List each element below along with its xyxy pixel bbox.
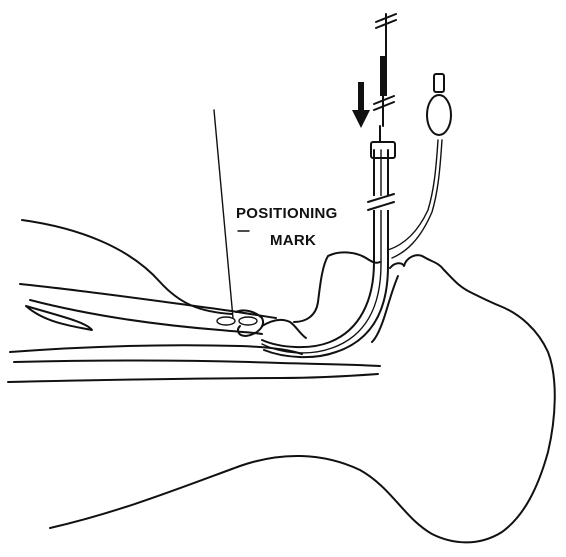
pilot-balloon: [427, 95, 451, 135]
tube-stylet: [262, 150, 381, 353]
head-outline: [50, 255, 555, 542]
cuff-left: [217, 317, 235, 325]
chin-contour: [22, 220, 232, 314]
positioning-label-line1: POSITIONING: [236, 205, 338, 222]
break-mark-lower: [368, 194, 394, 210]
positioning-label-line2: MARK: [270, 232, 316, 249]
neck-front-line: [10, 345, 302, 354]
tube-inner-wall: [264, 150, 388, 357]
airway-upper-wall: [20, 284, 276, 318]
cuff-right: [239, 317, 257, 325]
esophagus-wedge: [26, 306, 92, 330]
positioning-leader-line: [214, 110, 233, 318]
epiglottis-detail: [262, 320, 306, 338]
neck-mid-line: [14, 361, 380, 367]
back-line: [8, 374, 378, 382]
pilot-line-2: [392, 140, 442, 258]
tongue-outline: [294, 252, 380, 322]
mouth-outline: [372, 276, 398, 342]
guide-wire-grip: [380, 56, 387, 96]
pilot-valve: [434, 74, 444, 92]
down-arrow-icon: [352, 82, 370, 128]
